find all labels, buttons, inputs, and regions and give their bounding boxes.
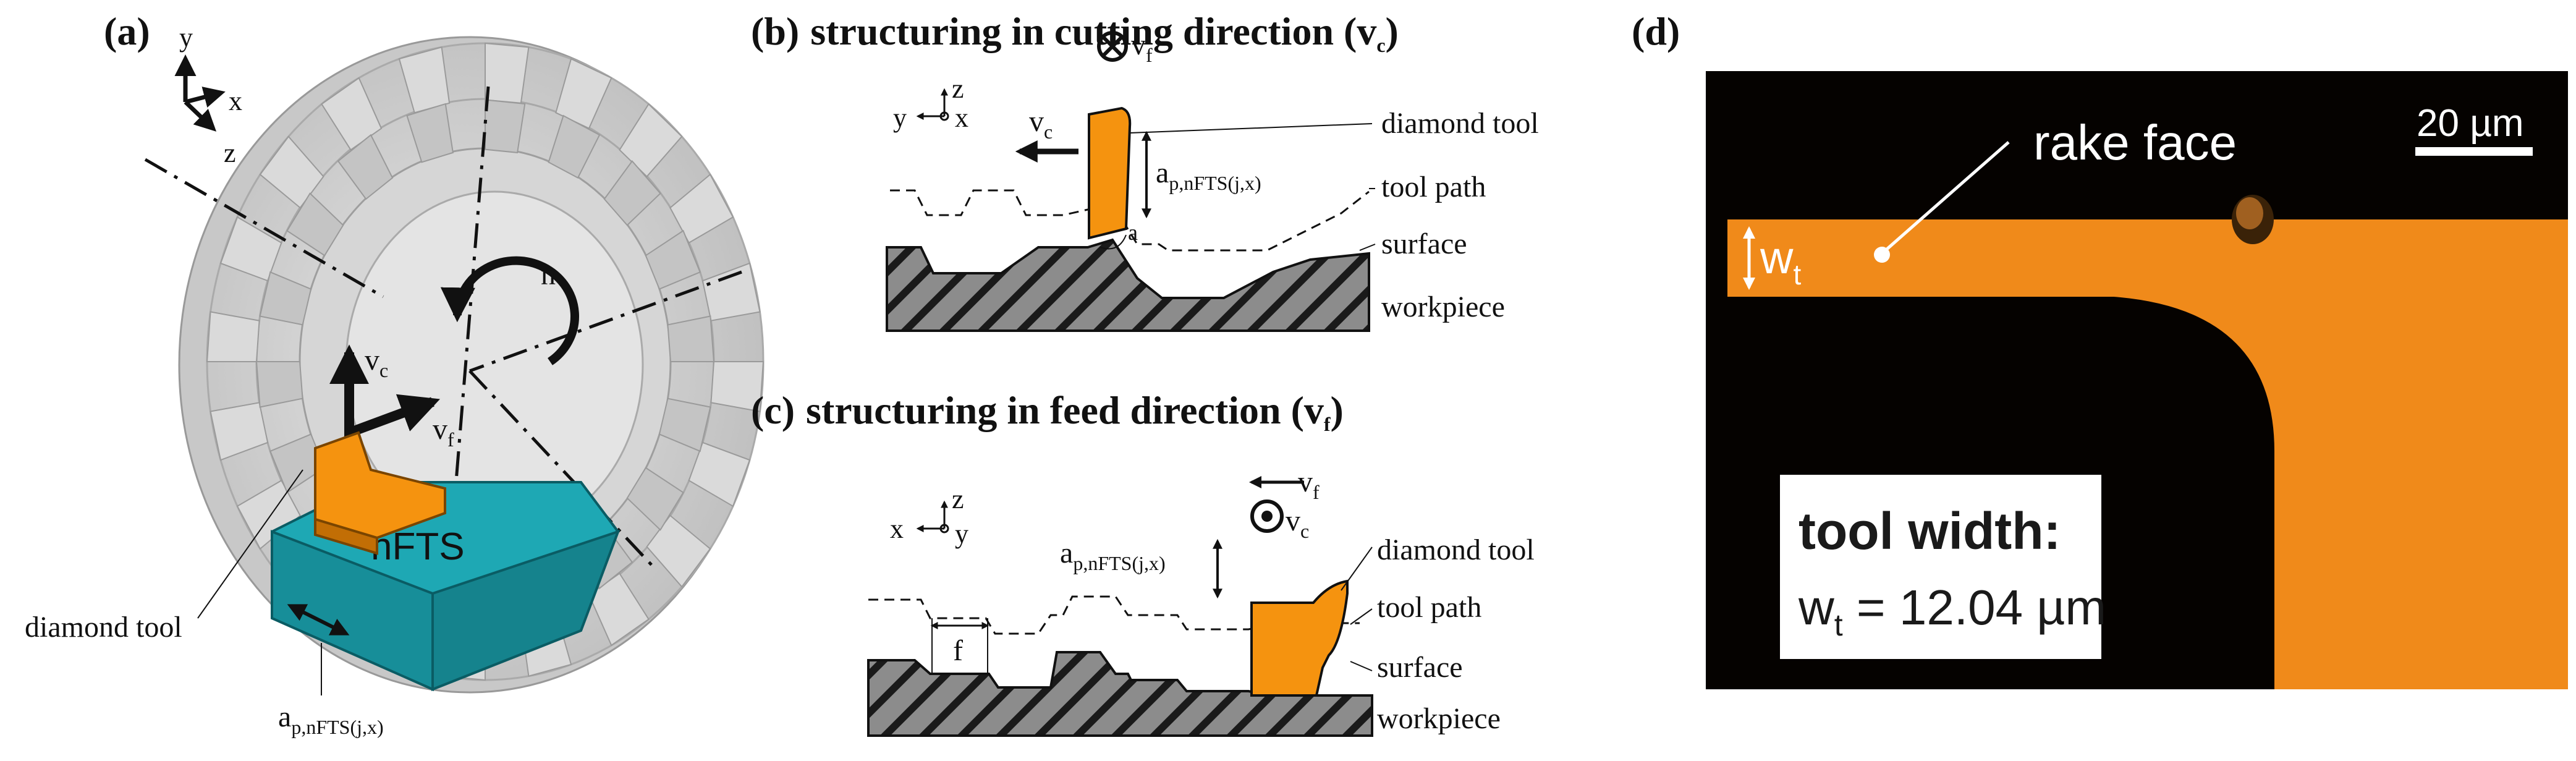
panel-a-diamond-tool-label: diamond tool (25, 611, 182, 644)
panel-b-axis-z: z (952, 74, 964, 104)
disc-structure-block (485, 42, 530, 104)
panel-c-title: (c)structuring in feed direction (vf) (751, 388, 1344, 435)
panel-b: (b)structuring in cutting direction (vc)… (751, 9, 1539, 332)
disc-structure-block (603, 160, 661, 226)
panel-b-workpiece (886, 238, 1370, 332)
panel-b-vf: vf (1131, 28, 1153, 66)
panel-b-vf-symbol (1097, 31, 1128, 62)
disc-structure-block (667, 315, 715, 362)
panel-a-axis-z: z (224, 138, 236, 168)
panel-c-diamond-tool (1250, 579, 1349, 697)
panel-c: (c)structuring in feed direction (vf) x … (751, 388, 1535, 737)
disc-structure-block (269, 433, 326, 494)
panel-b-axis-triad (916, 88, 949, 121)
tool-width-box (1780, 475, 2101, 659)
disc-structure-block (259, 135, 324, 209)
panel-c-tool-path (868, 595, 1360, 635)
panel-c-diamond-tool-label: diamond tool (1377, 534, 1535, 566)
panel-a-axis-x: x (229, 86, 242, 116)
disc-structure-block (337, 134, 394, 200)
panel-c-axis-x: x (890, 514, 904, 544)
disc-structure-block (255, 361, 303, 408)
panel-c-surface-label: surface (1377, 651, 1463, 684)
scale-bar-label: 20 µm (2417, 102, 2524, 145)
disc-structure-block (619, 103, 683, 178)
disc-structure-block (206, 311, 260, 362)
alpha-arc (1099, 234, 1127, 250)
rake-face-dot (1874, 247, 1890, 263)
panel-b-workpiece-label: workpiece (1381, 291, 1505, 323)
disc-structure-block (398, 46, 451, 114)
panel-a-diamond-tool (314, 431, 446, 555)
panel-c-tool-path-label: tool path (1377, 591, 1481, 624)
tool-width-value: wt = 12.04 µm (1798, 580, 2106, 642)
panel-c-ap: ap,nFTS(j,x) (1060, 537, 1166, 574)
panel-b-leaders (1129, 123, 1376, 251)
panel-b-axis-x: x (955, 103, 968, 133)
scale-bar (2415, 147, 2533, 156)
panel-b-alpha: a (1128, 220, 1138, 245)
panel-b-surface-label: surface (1381, 227, 1467, 260)
panel-b-diamond-tool (1088, 106, 1132, 240)
disc-structure-block (669, 173, 734, 244)
panel-c-axis-y: y (955, 519, 968, 549)
panel-a-axis-triad (174, 54, 226, 132)
disc-structure-block (688, 441, 751, 508)
panel-c-axis-triad (916, 500, 949, 534)
panel-a-vc: vc (365, 344, 388, 381)
rake-face-leader (1881, 141, 2010, 255)
panel-c-vf: vf (1298, 466, 1320, 503)
panel-a-vf: vf (433, 413, 454, 451)
panel-d-label: (d) (1632, 9, 1680, 53)
wt-label: wt (1760, 232, 1801, 291)
disc-structure-block (645, 229, 701, 290)
diamond-tool-leader (197, 469, 303, 619)
panel-a-axis-y: y (179, 22, 193, 53)
disc-structure-block (710, 361, 765, 412)
panel-c-workpiece (867, 651, 1373, 737)
disc-structure-block (406, 103, 454, 163)
panel-d: (d) 20 µm rake face wt tool width: wt = … (1632, 9, 2568, 689)
disc-structure-block (548, 114, 601, 179)
panel-b-tool-path-label: tool path (1381, 171, 1486, 203)
panel-a-ap: ap,nFTS(j,x) (278, 700, 384, 738)
rotation-arrow (440, 256, 579, 365)
disc-structure-block (485, 99, 526, 153)
disc-structure-block (286, 192, 344, 257)
panel-c-leaders (1341, 546, 1373, 671)
panel-b-axis-y: y (893, 103, 907, 133)
panel-b-vc: vc (1029, 105, 1053, 143)
tool-width-title: tool width: (1799, 502, 2061, 560)
panel-b-title: (b)structuring in cutting direction (vc) (751, 9, 1399, 56)
disc-structure-block (321, 77, 383, 151)
panel-b-diamond-tool-label: diamond tool (1381, 107, 1539, 140)
disc-structure-block (646, 514, 711, 588)
panel-a: (a) y x z n (25, 9, 765, 738)
vf-arrow (347, 394, 441, 438)
rake-face-label: rake face (2033, 115, 2237, 170)
panel-c-f: f (953, 634, 963, 667)
disc-structure-block (219, 216, 282, 282)
panel-b-ap: ap,nFTS(j,x) (1156, 156, 1261, 194)
disc-structure-block (259, 271, 312, 326)
disc-structure-block (555, 57, 612, 130)
panel-c-axis-z: z (952, 484, 964, 514)
panel-c-vc-symbol (1250, 500, 1284, 533)
rotation-label-n: n (541, 258, 556, 291)
panel-a-label: (a) (104, 9, 150, 53)
disc-structure-block (626, 467, 684, 531)
panel-c-workpiece-label: workpiece (1377, 702, 1501, 735)
panel-c-vc: vc (1286, 504, 1309, 542)
disc-structure-block (658, 398, 711, 453)
ap-arrow (287, 604, 350, 636)
